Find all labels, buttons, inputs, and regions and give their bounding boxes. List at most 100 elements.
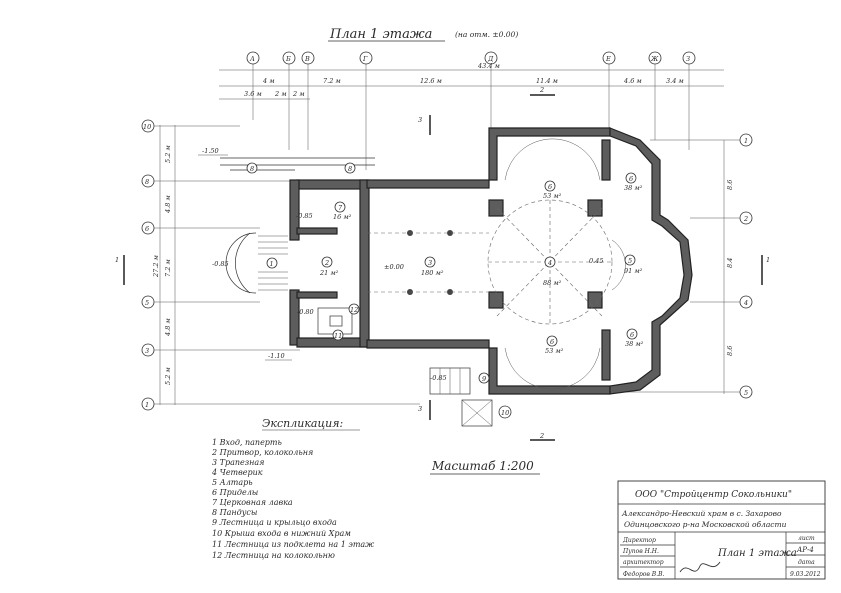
legend: Экспликация: 1 Вход, паперть 2 Притвор, … [211, 417, 374, 560]
legend-item: 1 Вход, паперть [212, 438, 282, 447]
svg-text:0.45: 0.45 [589, 257, 603, 265]
scale-label: Масштаб 1:200 [431, 459, 534, 473]
svg-text:3: 3 [145, 347, 149, 355]
axis-z: З [682, 51, 696, 150]
svg-text:6: 6 [630, 331, 634, 339]
room-9: 9 [478, 372, 490, 384]
axis-v: В [301, 51, 315, 150]
room-8-top: 8 [246, 162, 258, 174]
stamp-name: Пупов Н.Н. [622, 548, 659, 555]
svg-text:Г: Г [362, 55, 368, 63]
stamp-sheet-value: АР-4 [796, 546, 814, 554]
svg-text:±0.00: ±0.00 [384, 263, 404, 271]
svg-text:4: 4 [547, 259, 552, 267]
svg-text:А: А [249, 55, 255, 63]
svg-text:Д: Д [487, 55, 494, 63]
svg-text:3: 3 [418, 116, 422, 124]
svg-text:-1.10: -1.10 [268, 352, 285, 360]
legend-item: 7 Церковная лавка [212, 498, 293, 507]
stamp-name: Федоров В.В. [623, 571, 665, 578]
svg-text:2 м: 2 м [292, 90, 305, 98]
legend-item: 9 Лестница и крыльцо входа [212, 518, 337, 527]
svg-text:4 м: 4 м [262, 77, 275, 85]
stamp-project-line1: Александро-Невский храм в с. Захарово [621, 509, 782, 518]
svg-text:4.8 м: 4.8 м [164, 318, 172, 337]
room-4: 488 м² [543, 256, 562, 287]
legend-item: 2 Притвор, колокольня [211, 448, 313, 457]
legend-item: 6 Приделы [212, 488, 258, 497]
axis-e: Е [602, 51, 616, 130]
svg-text:8: 8 [250, 165, 254, 173]
svg-text:1: 1 [766, 256, 770, 264]
plan-title: План 1 этажа [329, 27, 432, 42]
room-6-se: 638 м² [625, 328, 644, 348]
svg-text:З: З [686, 55, 690, 63]
svg-text:5: 5 [628, 257, 632, 265]
svg-text:4.6 м: 4.6 м [623, 77, 642, 85]
stamp-company: ООО "Стройцентр Сокольники" [635, 490, 792, 500]
svg-text:1: 1 [115, 256, 119, 264]
right-axis-markers: 1 2 4 5 8.6 8.4 8.6 [600, 133, 753, 399]
svg-text:8.4: 8.4 [726, 258, 734, 268]
svg-text:2: 2 [324, 259, 329, 267]
stamp-project-line2: Одинцовского р-на Московской области [624, 520, 787, 529]
svg-text:3: 3 [418, 405, 422, 413]
svg-text:38 м²: 38 м² [625, 340, 644, 348]
svg-text:11.4 м: 11.4 м [536, 77, 558, 85]
svg-text:8: 8 [145, 178, 149, 186]
level-marks: -1.50 ±0.00 -1.10 -0.85 -0.85 0.45 -0.80… [198, 147, 603, 382]
svg-text:5: 5 [744, 389, 748, 397]
svg-text:180 м²: 180 м² [421, 269, 444, 277]
svg-text:1: 1 [270, 260, 274, 268]
svg-text:5: 5 [145, 299, 149, 307]
svg-text:2: 2 [743, 215, 748, 223]
svg-text:В: В [304, 55, 310, 63]
room-7: 716 м² [333, 201, 352, 221]
legend-item: 5 Алтарь [212, 478, 253, 487]
svg-text:6: 6 [548, 183, 552, 191]
svg-text:16 м²: 16 м² [333, 213, 352, 221]
svg-text:11: 11 [334, 332, 342, 340]
room-6-north: 653 м² [543, 180, 562, 200]
svg-text:3.4 м: 3.4 м [666, 77, 684, 85]
svg-text:27.2 м: 27.2 м [152, 255, 160, 278]
legend-title: Экспликация: [262, 417, 343, 430]
svg-text:-0.85: -0.85 [430, 374, 447, 382]
svg-text:9: 9 [482, 375, 486, 383]
svg-text:-0.85: -0.85 [212, 260, 229, 268]
svg-text:12.6 м: 12.6 м [420, 77, 442, 85]
svg-text:1: 1 [145, 401, 149, 409]
room-12: 12 [348, 303, 360, 315]
legend-item: 11 Лестница из подклета на 1 этаж [212, 540, 374, 549]
stamp-sheet-title: План 1 этажа [717, 548, 797, 559]
svg-text:3.6 м: 3.6 м [244, 90, 262, 98]
legend-item: 8 Пандусы [212, 508, 257, 517]
svg-text:12: 12 [350, 306, 358, 314]
dim-overall: 43.4 м [477, 62, 500, 70]
svg-text:91 м²: 91 м² [624, 267, 643, 275]
svg-text:4: 4 [743, 299, 748, 307]
svg-text:38 м²: 38 м² [624, 184, 643, 192]
svg-text:6: 6 [145, 225, 149, 233]
room-6-ne: 638 м² [624, 172, 643, 192]
svg-text:6: 6 [629, 175, 633, 183]
svg-text:53 м²: 53 м² [545, 347, 564, 355]
svg-text:2: 2 [539, 86, 544, 94]
svg-text:Ж: Ж [650, 55, 659, 63]
svg-text:-0.85: -0.85 [296, 212, 313, 220]
svg-text:8.6: 8.6 [726, 346, 734, 356]
section-marks: 1 1 2 2 3 3 [115, 86, 770, 441]
left-axis-markers: 10 8 6 5 3 1 5.2 м 4.8 м 7.2 м 27.2 м 4.… [141, 119, 420, 411]
svg-text:7: 7 [338, 204, 343, 212]
svg-text:6: 6 [550, 338, 554, 346]
room-6-south: 653 м² [545, 335, 564, 355]
svg-text:21 м²: 21 м² [319, 269, 339, 277]
svg-text:1: 1 [744, 137, 748, 145]
axis-zh: Ж [648, 51, 662, 140]
axis-b: Б [282, 51, 296, 150]
title-block: ООО "Стройцентр Сокольники" Александро-Н… [617, 480, 826, 580]
room-5: 5 91 м² [624, 254, 643, 275]
svg-text:10: 10 [143, 123, 151, 131]
